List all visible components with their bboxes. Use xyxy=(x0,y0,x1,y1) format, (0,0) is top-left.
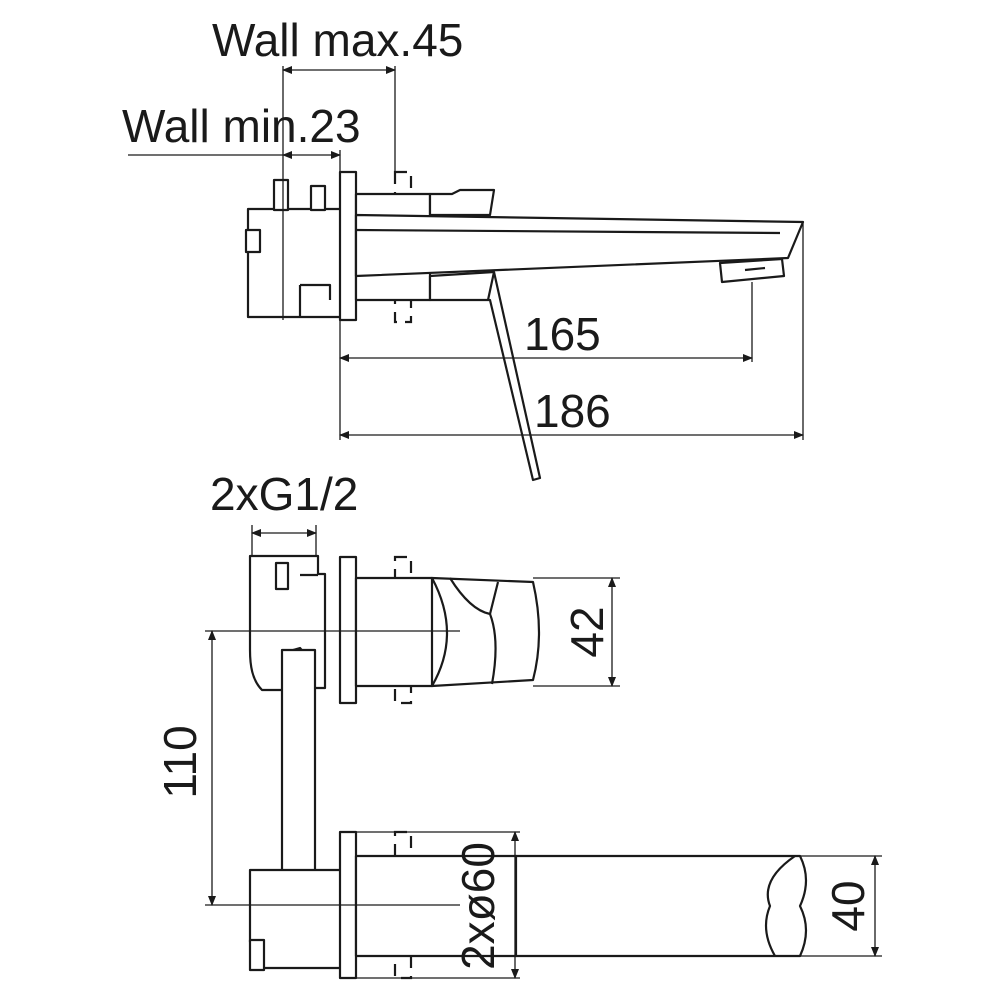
lever-line xyxy=(486,271,496,301)
valve-connector xyxy=(274,561,290,591)
spout-tip-line xyxy=(764,855,796,957)
spout-edge xyxy=(355,228,781,235)
lever-top xyxy=(430,576,541,688)
lever-top-line1 xyxy=(449,577,497,685)
thread-label: 2xG1/2 xyxy=(210,468,358,520)
height-40-label: 40 xyxy=(822,880,874,931)
top-pin-left xyxy=(272,178,290,212)
lower-spout-body xyxy=(354,854,518,958)
wall-min-label: Wall min.23 xyxy=(122,100,361,152)
side-elevation-view xyxy=(244,170,805,482)
front-view-dimension-lines xyxy=(205,525,882,979)
wall-max-label: Wall max.45 xyxy=(212,14,463,66)
lever-handle xyxy=(428,270,542,482)
upper-cartridge xyxy=(354,576,434,688)
upper-flange xyxy=(338,555,358,705)
valve-outlet xyxy=(298,283,332,317)
aerator-mark xyxy=(744,266,766,272)
valve-body xyxy=(246,207,346,319)
height-42-label: 42 xyxy=(561,606,613,657)
height-110-label: 110 xyxy=(154,725,206,798)
lever-base xyxy=(428,188,496,217)
lower-nut xyxy=(248,938,266,972)
top-pin-right xyxy=(309,184,327,212)
rosette-label: 2xø60 xyxy=(452,842,504,970)
aerator xyxy=(718,257,786,284)
valve-nut xyxy=(244,228,262,254)
side-view-dimension-lines xyxy=(128,66,804,440)
spout-165-label: 165 xyxy=(524,308,601,360)
lever-top-line2 xyxy=(488,581,500,615)
front-elevation-view xyxy=(248,554,808,980)
spout-186-label: 186 xyxy=(534,385,611,437)
spout-front xyxy=(514,854,808,958)
wall-flange xyxy=(338,170,358,322)
connecting-pipe xyxy=(280,648,317,884)
